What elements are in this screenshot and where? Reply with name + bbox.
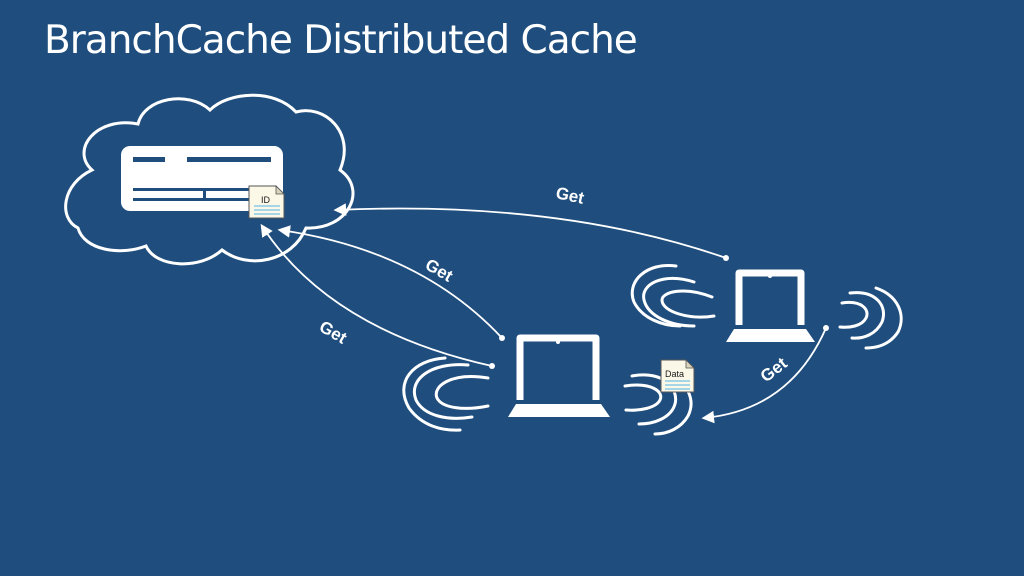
cloud-icon bbox=[64, 93, 355, 266]
server-icon bbox=[121, 146, 283, 211]
arrow-laptop1-upper-to-cloud bbox=[277, 225, 505, 341]
wireless-signal-icon bbox=[838, 286, 903, 350]
document-icon: Data bbox=[660, 359, 695, 393]
arrow-laptop2-to-cloud bbox=[333, 203, 729, 261]
wireless-signal-icon bbox=[402, 356, 490, 432]
laptop-icon bbox=[508, 334, 610, 417]
wireless-signal-icon bbox=[630, 264, 716, 328]
slide-title: BranchCache Distributed Cache bbox=[44, 18, 638, 63]
laptop-icon bbox=[726, 269, 815, 342]
get-label: Get bbox=[316, 317, 350, 348]
id-document-label: ID bbox=[261, 195, 271, 205]
get-label: Get bbox=[757, 354, 791, 387]
get-label: Get bbox=[554, 183, 586, 208]
data-document-label: Data bbox=[665, 369, 684, 379]
arrow-laptop2-to-laptop1 bbox=[701, 325, 829, 424]
document-icon: ID bbox=[248, 185, 285, 219]
arrow-laptop1-lower-to-cloud bbox=[260, 223, 495, 369]
get-label: Get bbox=[422, 255, 456, 286]
